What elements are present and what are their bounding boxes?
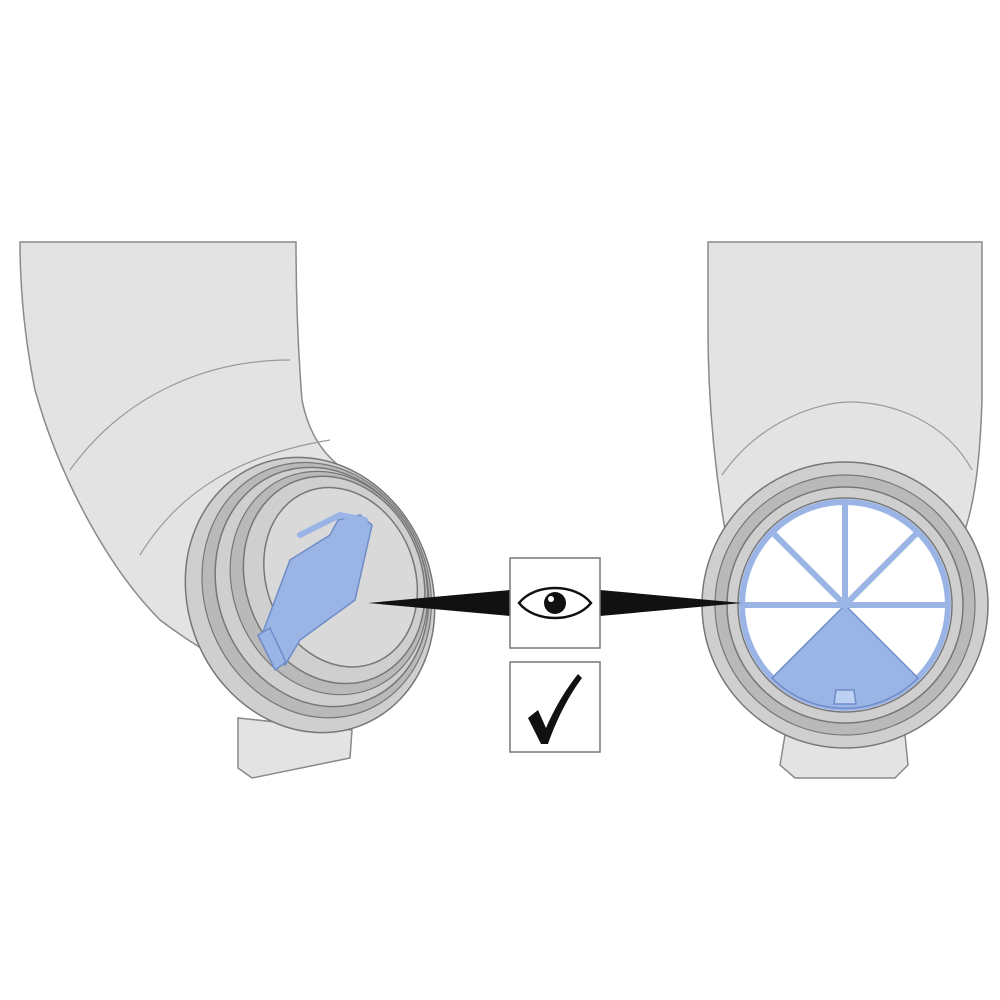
right-valve-spokes (741, 501, 949, 608)
eye-icon (517, 586, 593, 620)
right-pointer-wedge (600, 590, 742, 616)
right-valve-flap-sector (770, 603, 920, 710)
eye-icon-box (509, 557, 601, 649)
right-valve-latch (833, 689, 857, 705)
checkmark-icon (528, 674, 582, 744)
left-elbow (19, 241, 436, 779)
left-tube-seam-upper (69, 359, 291, 471)
left-valve-flap (257, 511, 373, 672)
right-tube-seam (721, 401, 973, 476)
right-elbow (701, 241, 989, 779)
left-tube-seam-lower (139, 439, 331, 556)
left-pointer-wedge (368, 590, 510, 616)
checkmark-icon-box (509, 661, 601, 753)
